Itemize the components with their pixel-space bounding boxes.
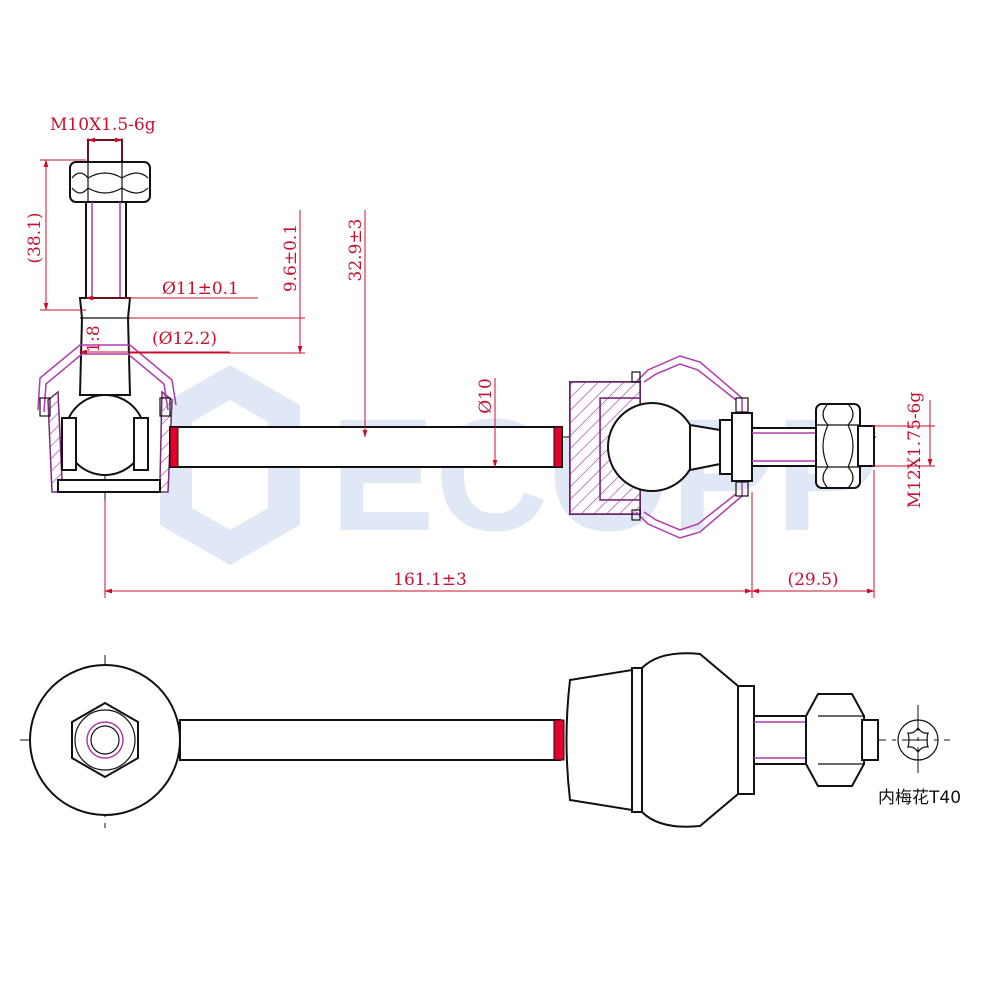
total-height-label: 32.9±3: [346, 219, 366, 282]
paint-band-right: [553, 426, 563, 468]
left-stud-length-label: (38.1): [25, 212, 45, 263]
drive-label: 内梅花T40: [878, 788, 961, 808]
left-housing-section: [37, 344, 177, 493]
offset-height-label: 9.6±0.1: [281, 224, 301, 292]
shoulder-diameter-label: (Ø12.2): [152, 329, 217, 349]
thread-right-label: M12X1.75-6g: [905, 392, 925, 509]
left-eye: [29, 664, 181, 816]
center-length-label: 161.1±3: [393, 570, 467, 590]
taper-label: 1:8: [84, 325, 104, 352]
top-right-housing: [565, 652, 879, 828]
rod: [169, 426, 563, 468]
top-rod: [179, 719, 561, 761]
dimension-lines: [40, 137, 935, 598]
torx-drive-icon: [897, 719, 939, 761]
right-stud-length-label: (29.5): [787, 570, 838, 590]
side-section-view: M10X1.5-6g (38.1) Ø11±0.1 (Ø12.2) 1:8 9.…: [25, 115, 935, 598]
top-paint-band: [553, 719, 565, 761]
right-ball: [607, 402, 697, 492]
stud-diameter-label: Ø11±0.1: [162, 279, 239, 299]
top-view: 内梅花T40: [20, 652, 961, 828]
brand-logo-icon: [160, 365, 300, 565]
rod-diameter-label: Ø10: [476, 378, 496, 414]
thread-left-label: M10X1.5-6g: [50, 115, 156, 135]
paint-band-left: [169, 426, 179, 468]
right-stud: [751, 403, 875, 489]
left-nut: [69, 139, 151, 203]
